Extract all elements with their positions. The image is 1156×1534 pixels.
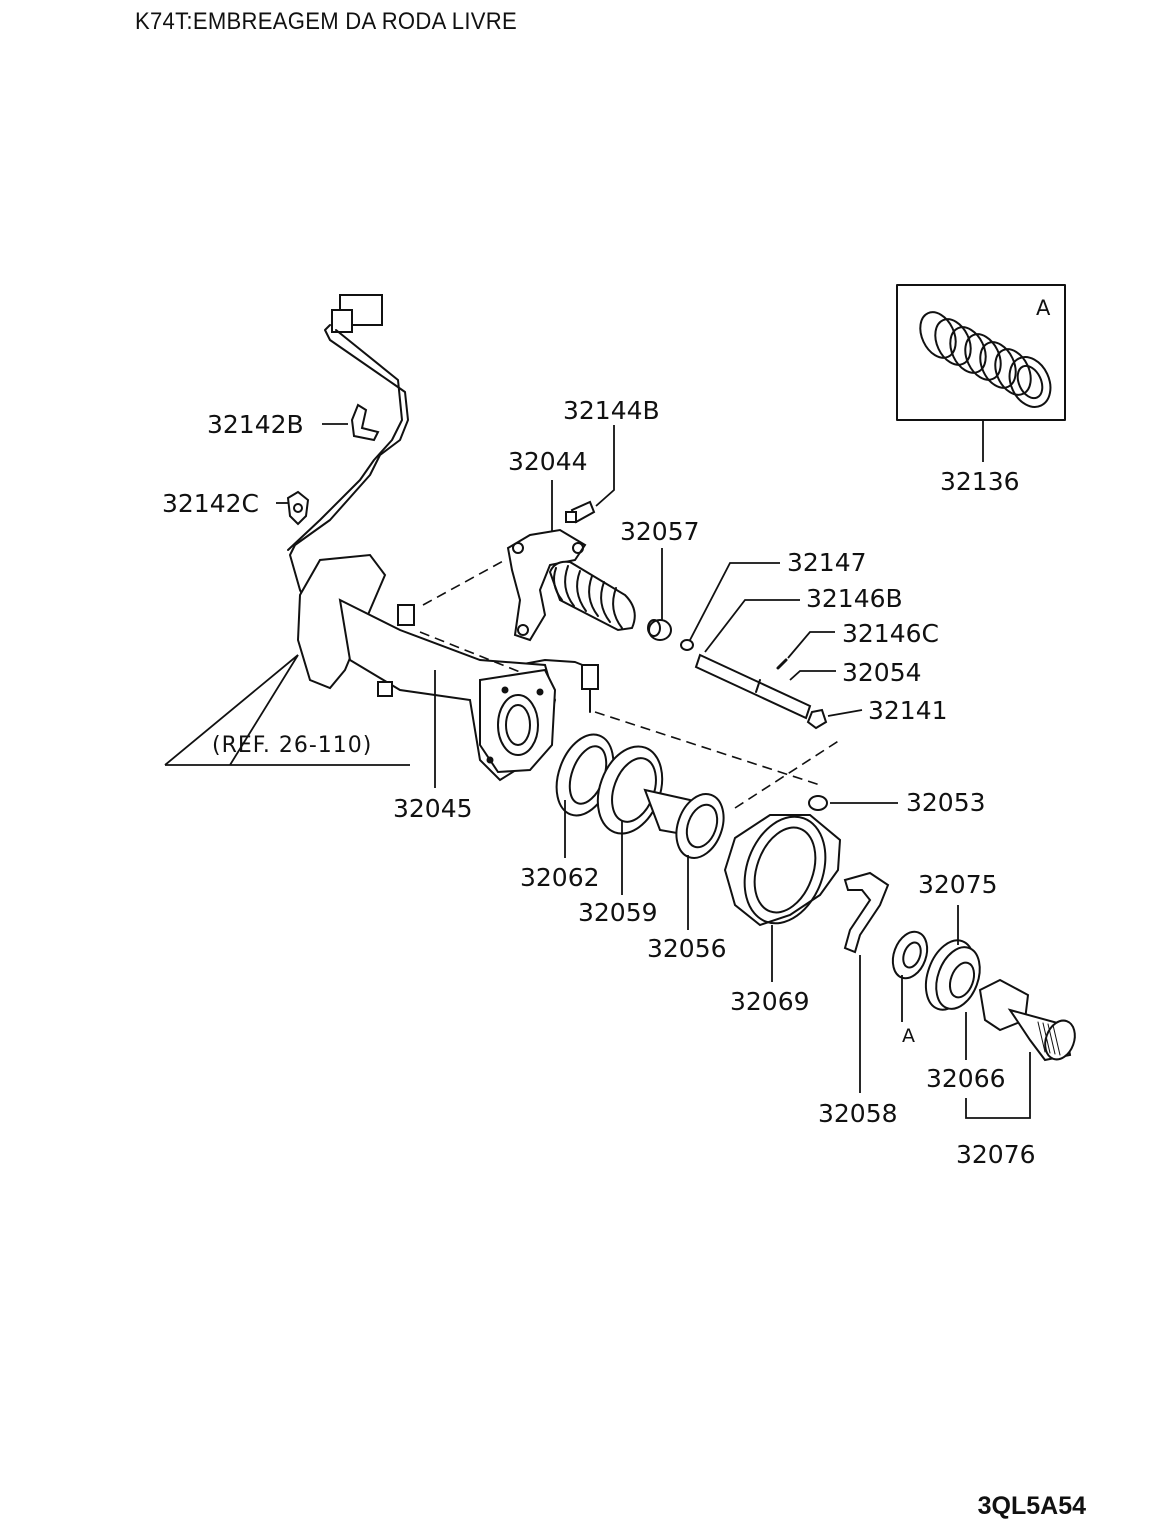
part-label[interactable]: 32066 [926,1064,1006,1093]
band-32058[interactable] [843,871,890,954]
part-label[interactable]: 32045 [393,794,473,823]
part-label[interactable]: 32057 [620,517,700,546]
part-label[interactable]: 32059 [578,898,658,927]
clip-32142C[interactable] [286,490,310,526]
part-label[interactable]: 32076 [956,1140,1036,1169]
part-label[interactable]: 32147 [787,548,867,577]
part-label[interactable]: 32044 [508,447,588,476]
part-label[interactable]: 32053 [906,788,986,817]
hub-32056[interactable] [643,787,732,864]
part-label-32136: 32136 [940,467,1020,496]
part-label[interactable]: 32056 [647,934,727,963]
part-label[interactable]: 32141 [868,696,948,725]
ring-32147[interactable] [680,639,694,651]
axle-housing-32045[interactable] [296,553,557,782]
bearing-32059[interactable] [586,737,673,842]
part-labels: 32142B 32142C 32144B 32044 32057 32147 3… [162,396,1036,1169]
pin-32146C[interactable] [776,658,788,670]
housing-32069[interactable] [723,805,842,934]
part-label[interactable]: 32146B [806,584,903,613]
part-label[interactable]: 32142B [207,410,304,439]
part-label[interactable]: 32054 [842,658,922,687]
diagram-title: K74T:EMBREAGEM DA RODA LIVRE [135,8,517,35]
sensor-switch[interactable] [581,664,599,713]
boot-bellows[interactable] [548,560,636,632]
diagram-code: 3QL5A54 [977,1492,1086,1520]
part-label[interactable]: 32144B [563,396,660,425]
part-label[interactable]: 32069 [730,987,810,1016]
nut-32141[interactable] [806,708,828,730]
part-label[interactable]: 32075 [918,870,998,899]
part-label[interactable]: 32142C [162,489,259,518]
spring-part-32136[interactable] [913,306,1058,413]
assembly-dashed-lines [419,559,841,809]
plug-32057[interactable] [647,619,672,641]
shaft-32076[interactable] [978,978,1080,1064]
bolt-32144B[interactable] [565,500,596,524]
spline-marks [1037,1021,1061,1056]
part-label[interactable]: 32146C [842,619,939,648]
washer-32053[interactable] [808,795,828,811]
inset-box: A 32136 [896,284,1066,496]
part-label[interactable]: 32058 [818,1099,898,1128]
shaft-32054[interactable] [694,653,812,720]
gear-32075[interactable] [917,934,988,1017]
actuator-32044[interactable] [506,528,587,642]
reference-label: (REF. 26-110) [212,733,372,758]
leader-lines [164,423,1031,1119]
callout-a-label: A [902,1025,915,1047]
clip-32142B[interactable] [350,403,380,442]
part-label[interactable]: 32062 [520,863,600,892]
inset-marker: A [1036,296,1051,320]
